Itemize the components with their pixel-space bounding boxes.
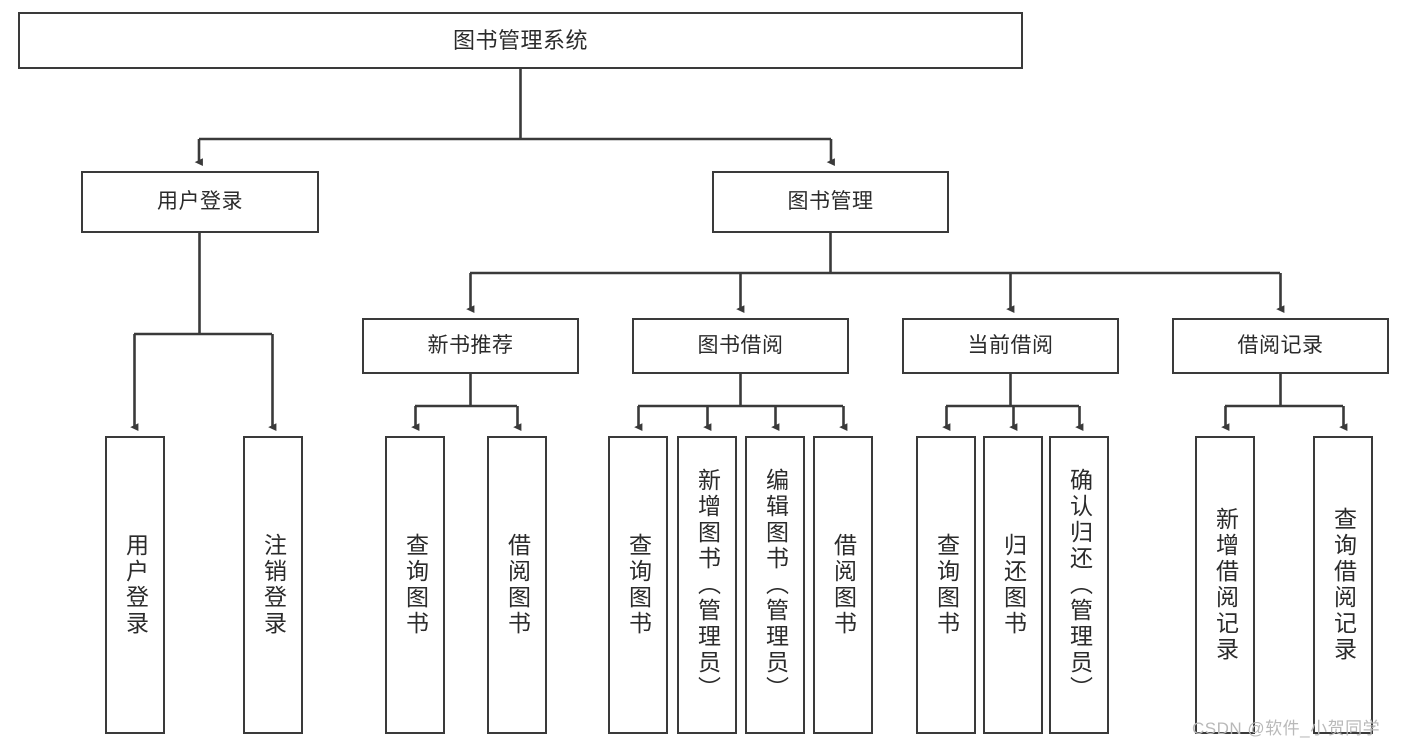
node-new-book-recommend[interactable]: 新书推荐	[362, 318, 579, 374]
node-root-label: 图书管理系统	[452, 27, 588, 53]
node-leaf-query-book-borrow-label: 查询图书	[625, 533, 652, 637]
node-current-borrow-label: 当前借阅	[967, 333, 1054, 357]
csdn-watermark: CSDN @软件_小贺同学	[1192, 719, 1381, 738]
node-leaf-add-book-admin-label: 新增图书（管理员）	[694, 468, 721, 702]
node-leaf-borrow-book[interactable]: 借阅图书	[813, 436, 873, 734]
node-current-borrow[interactable]: 当前借阅	[902, 318, 1119, 374]
node-leaf-query-borrow-record[interactable]: 查询借阅记录	[1313, 436, 1373, 734]
node-leaf-borrow-book-recommend[interactable]: 借阅图书	[487, 436, 547, 734]
node-leaf-query-book-current-label: 查询图书	[933, 533, 960, 637]
node-leaf-logout-label: 注销登录	[260, 533, 287, 637]
node-leaf-add-book-admin[interactable]: 新增图书（管理员）	[677, 436, 737, 734]
node-leaf-query-book-recommend[interactable]: 查询图书	[385, 436, 445, 734]
node-leaf-edit-book-admin-label: 编辑图书（管理员）	[762, 468, 789, 702]
node-book-borrow-label: 图书借阅	[697, 333, 784, 357]
node-leaf-confirm-return-admin[interactable]: 确认归还（管理员）	[1049, 436, 1109, 734]
node-leaf-query-book-borrow[interactable]: 查询图书	[608, 436, 668, 734]
node-leaf-query-book-current[interactable]: 查询图书	[916, 436, 976, 734]
node-borrow-records-label: 借阅记录	[1237, 333, 1324, 357]
node-leaf-return-book[interactable]: 归还图书	[983, 436, 1043, 734]
node-leaf-user-login-label: 用户登录	[122, 533, 149, 637]
node-leaf-borrow-book-label: 借阅图书	[830, 533, 857, 637]
node-leaf-logout[interactable]: 注销登录	[243, 436, 303, 734]
node-leaf-add-borrow-record-label: 新增借阅记录	[1212, 507, 1239, 663]
node-leaf-confirm-return-admin-label: 确认归还（管理员）	[1066, 468, 1093, 702]
node-book-borrow[interactable]: 图书借阅	[632, 318, 849, 374]
node-user-login[interactable]: 用户登录	[81, 171, 319, 233]
node-leaf-user-login[interactable]: 用户登录	[105, 436, 165, 734]
node-leaf-add-borrow-record[interactable]: 新增借阅记录	[1195, 436, 1255, 734]
node-leaf-edit-book-admin[interactable]: 编辑图书（管理员）	[745, 436, 805, 734]
node-book-management-label: 图书管理	[787, 189, 874, 213]
node-leaf-query-book-recommend-label: 查询图书	[402, 533, 429, 637]
node-new-book-recommend-label: 新书推荐	[427, 333, 514, 357]
node-book-management[interactable]: 图书管理	[712, 171, 949, 233]
node-leaf-borrow-book-recommend-label: 借阅图书	[504, 533, 531, 637]
node-root[interactable]: 图书管理系统	[18, 12, 1023, 69]
node-leaf-return-book-label: 归还图书	[1000, 533, 1027, 637]
node-leaf-query-borrow-record-label: 查询借阅记录	[1330, 507, 1357, 663]
node-borrow-records[interactable]: 借阅记录	[1172, 318, 1389, 374]
node-user-login-label: 用户登录	[157, 189, 243, 213]
